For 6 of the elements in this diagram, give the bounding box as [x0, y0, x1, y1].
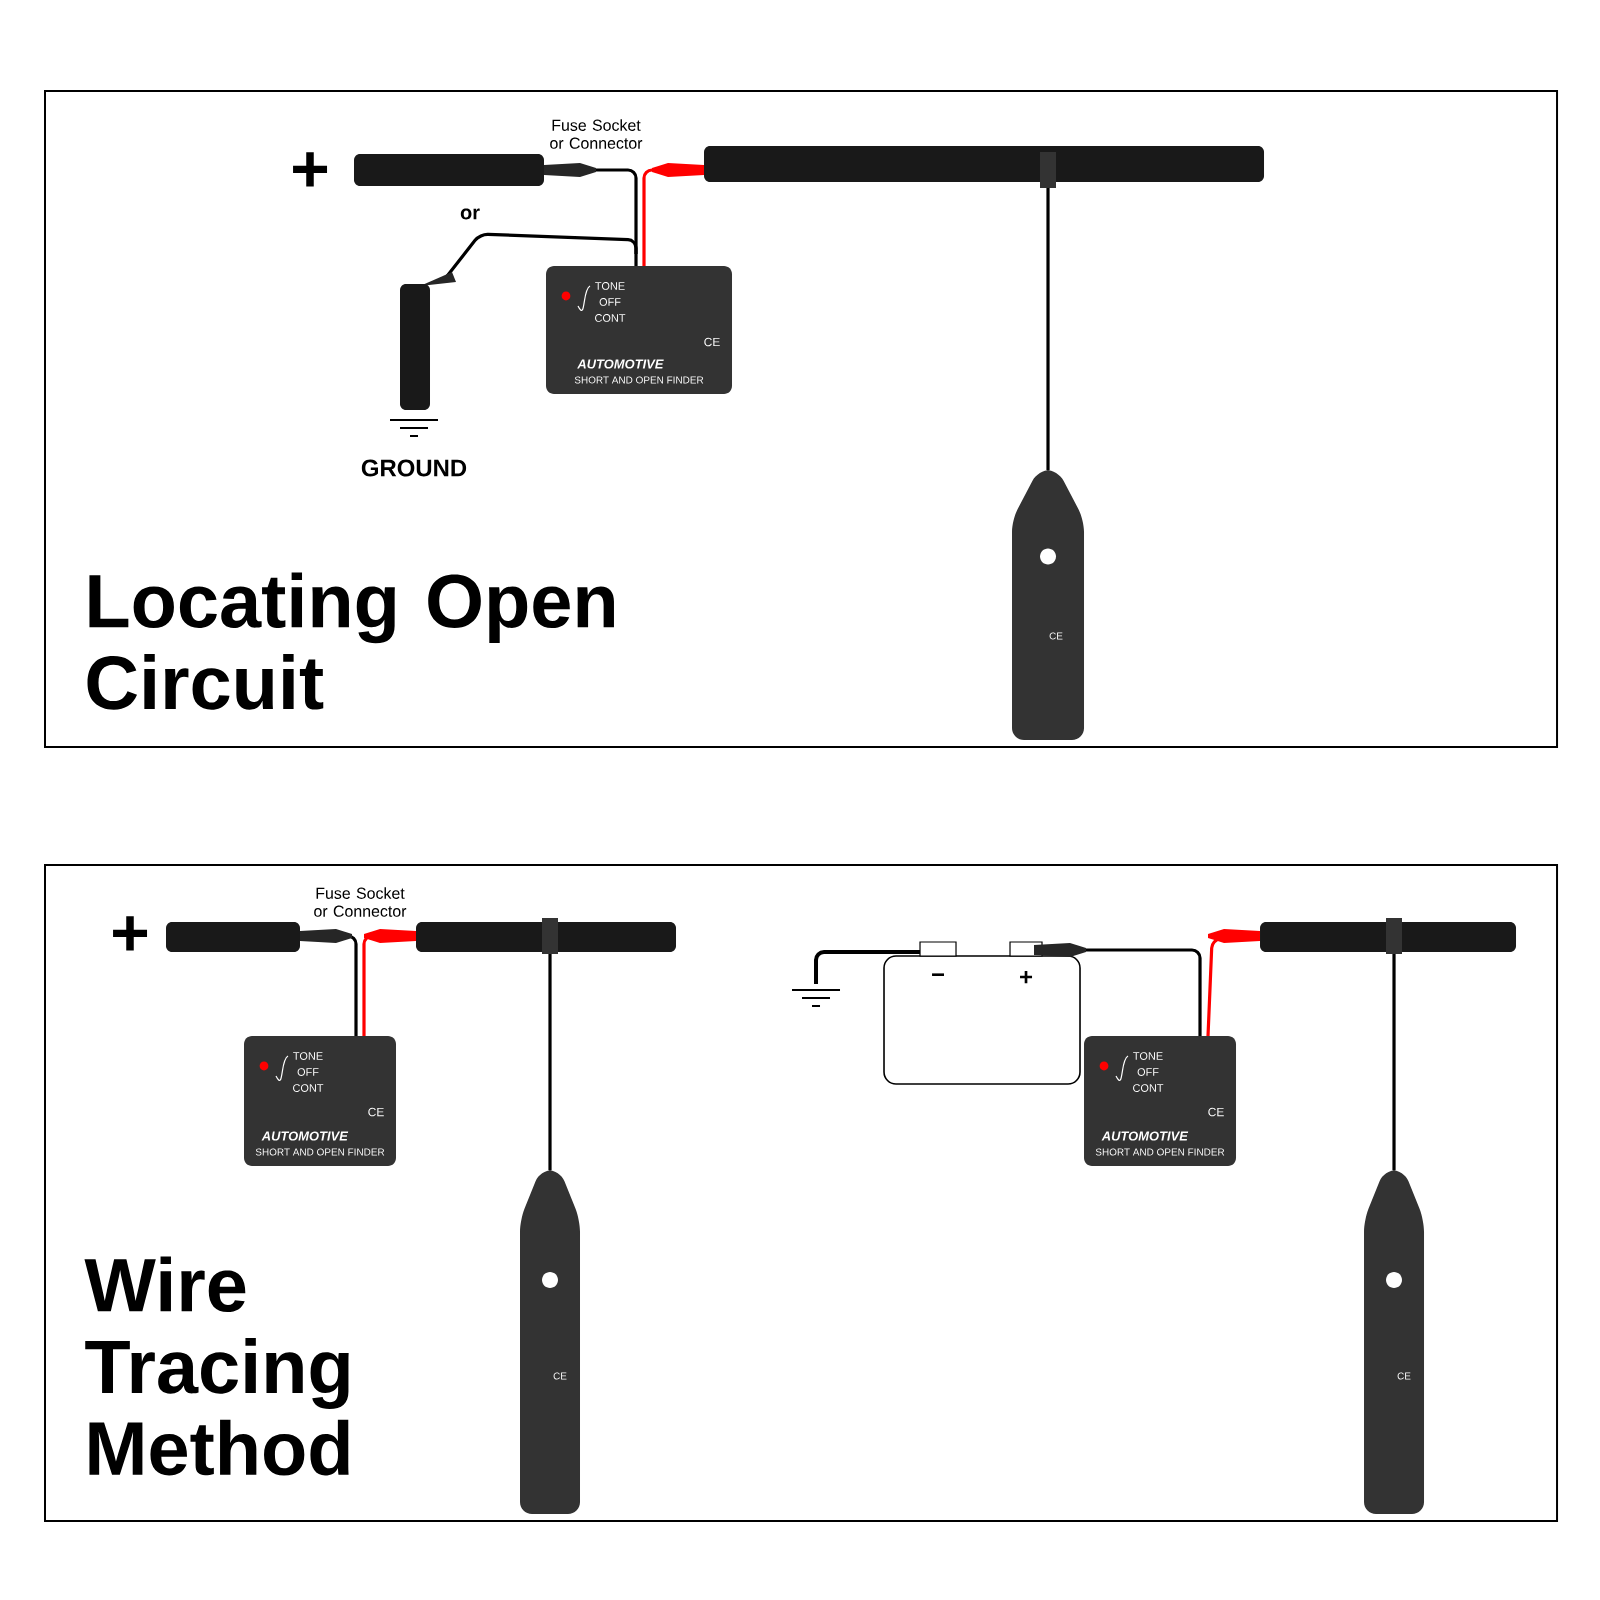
plus-sign: +: [293, 152, 328, 187]
minus-sign: −: [932, 973, 944, 976]
plus-sign: +: [1020, 971, 1033, 984]
plus-sign: +: [113, 916, 148, 951]
annotation: GROUND: [361, 459, 467, 477]
annotation: or: [460, 208, 480, 220]
